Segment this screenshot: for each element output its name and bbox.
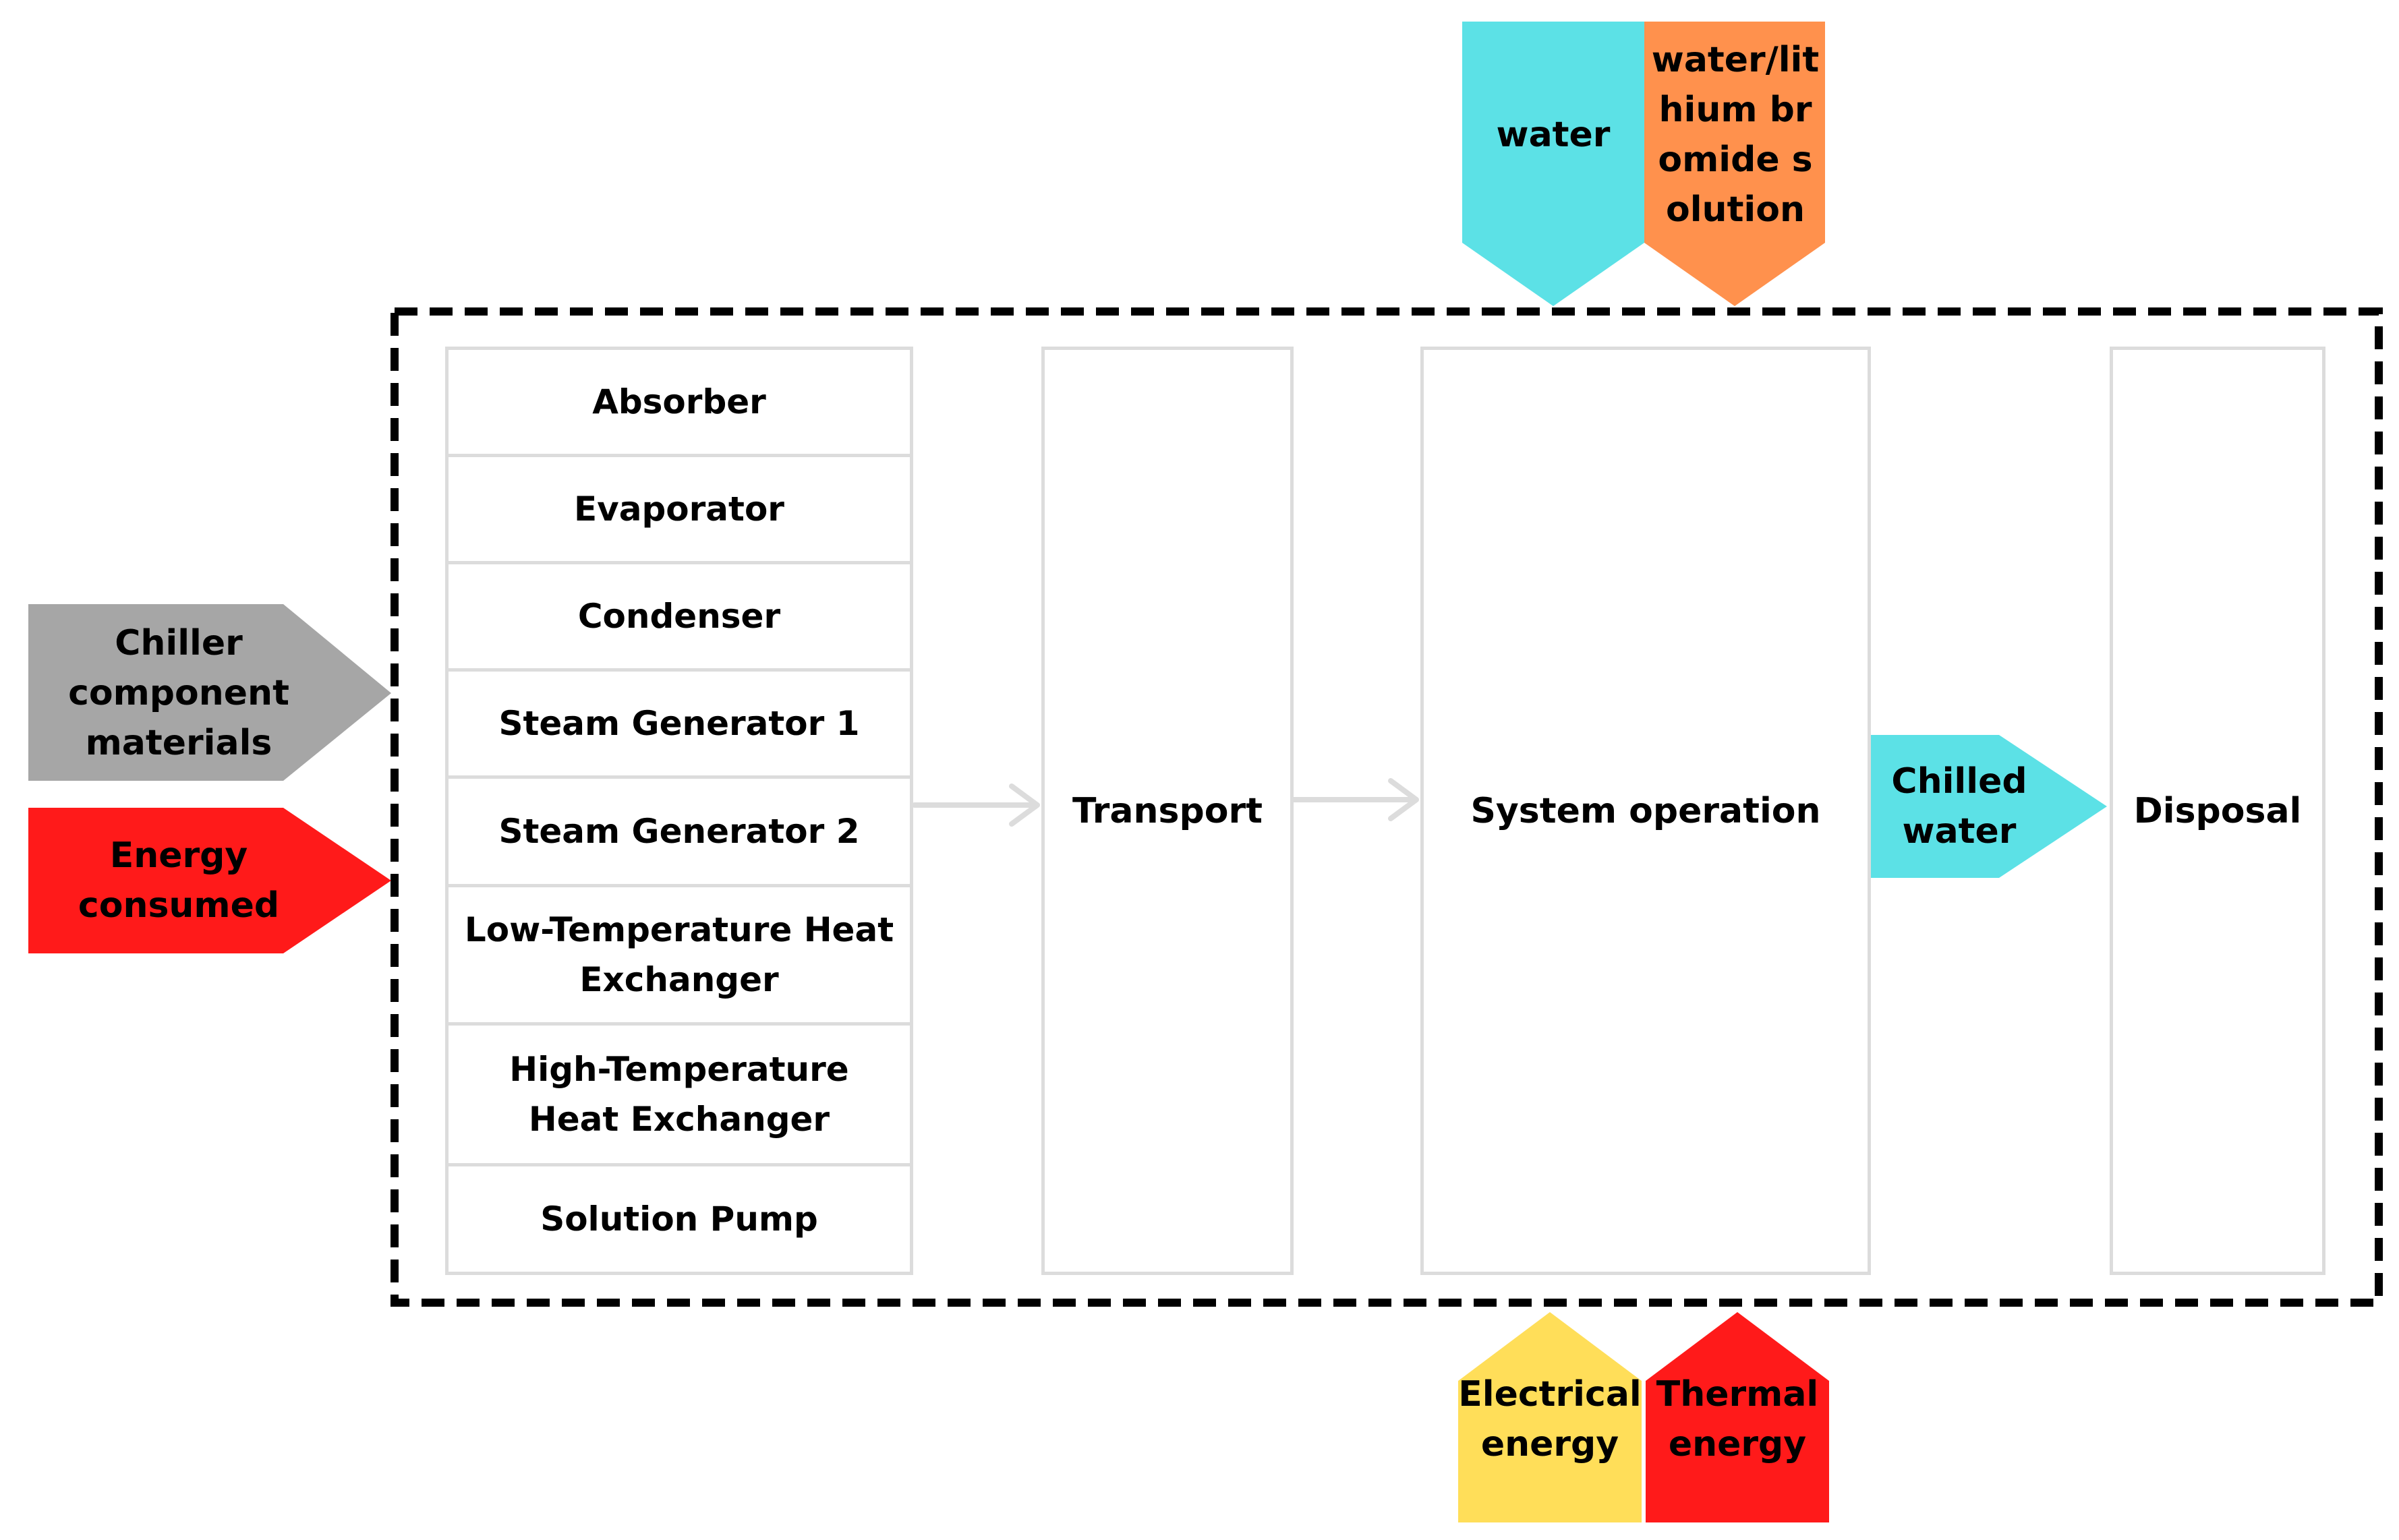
water-input-arrow [1462,22,1644,306]
electrical-input-label: Electrical energy [1458,1374,1642,1464]
stage-disposal: Disposal [2110,347,2325,1275]
component-evaporator: Evaporator [445,454,913,564]
component-absorber: Absorber [445,347,913,457]
component-condenser: Condenser [445,561,913,672]
chilled-water-output-label: Chilled water [1891,761,2027,852]
flow-arrow-components-to-transport [912,783,1040,827]
stage-system-operation: System operation [1420,347,1871,1275]
energy-consumed-label: Energy consumed [78,835,280,926]
materials-input-arrow [28,604,391,781]
thermal-input-arrow [1646,1312,1829,1522]
chilled-water-output-arrow [1871,735,2107,878]
component-steam-generator-1: Steam Generator 1 [445,668,913,779]
electrical-input-arrow [1458,1312,1642,1522]
system-boundary [391,307,2383,1307]
component-high-temp-heat-exchanger: High-Temperature Heat Exchanger [445,1022,913,1166]
component-solution-pump: Solution Pump [445,1163,913,1275]
stage-operation-label: System operation [1470,790,1821,831]
flow-arrow-transport-to-operation [1291,778,1419,821]
stage-transport-label: Transport [1072,790,1263,831]
component-steam-generator-2: Steam Generator 2 [445,775,913,887]
materials-input-label: Chiller component materials [68,623,289,763]
water-input-label: water [1496,115,1611,155]
energy-consumed-input-arrow [28,808,391,953]
libr-input-label: water/lithium bromide solution [1651,40,1820,230]
thermal-input-label: Thermal energy [1656,1374,1819,1464]
stage-transport: Transport [1041,347,1294,1275]
stage-disposal-label: Disposal [2133,790,2302,831]
libr-input-arrow [1644,22,1825,306]
component-low-temp-heat-exchanger: Low-Temperature Heat Exchanger [445,884,913,1026]
